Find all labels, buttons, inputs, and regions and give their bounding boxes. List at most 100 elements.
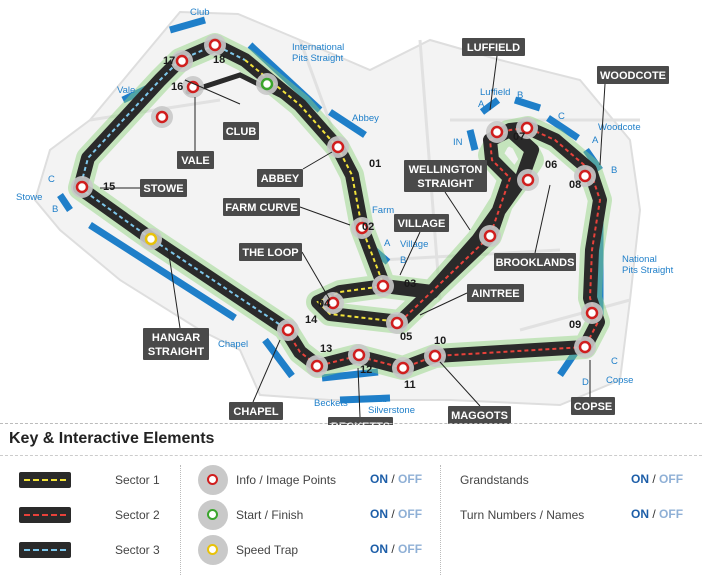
toggle-on[interactable]: ON xyxy=(370,507,388,521)
grandstand[interactable] xyxy=(479,97,501,115)
info-point-marker[interactable] xyxy=(479,225,501,247)
svg-text:VILLAGE: VILLAGE xyxy=(398,218,446,230)
info-point-icon xyxy=(198,465,228,495)
toggle-off[interactable]: OFF xyxy=(398,472,423,486)
turn-number: 04 xyxy=(318,298,331,310)
toggle-sep: / xyxy=(391,542,395,556)
svg-text:STOWE: STOWE xyxy=(143,183,183,195)
toggle-on[interactable]: ON xyxy=(370,542,388,556)
corner-callout[interactable]: STOWE xyxy=(100,179,187,197)
info-point-marker[interactable] xyxy=(517,169,539,191)
corner-callout[interactable]: WOODCOTE xyxy=(597,66,669,166)
turn-number: 06 xyxy=(545,159,557,171)
grandstand[interactable] xyxy=(339,394,391,404)
grandstand-label: C xyxy=(611,356,618,367)
info-point-marker[interactable] xyxy=(372,275,394,297)
info-point-dot xyxy=(207,474,218,485)
svg-text:FARM CURVE: FARM CURVE xyxy=(225,202,298,214)
toggle-on[interactable]: ON xyxy=(631,507,649,521)
svg-text:MAGGOTS: MAGGOTS xyxy=(451,410,508,422)
info-points-label: Info / Image Points xyxy=(236,473,337,487)
grandstands-toggle[interactable]: ON / OFF xyxy=(631,472,683,486)
toggle-off[interactable]: OFF xyxy=(659,472,684,486)
corner-callout[interactable]: MAGGOTS xyxy=(439,361,511,424)
sector-2-label: Sector 2 xyxy=(115,508,160,522)
svg-text:THE LOOP: THE LOOP xyxy=(242,247,298,259)
info-point-marker[interactable] xyxy=(151,106,173,128)
info-point-marker[interactable] xyxy=(486,121,508,143)
toggle-off[interactable]: OFF xyxy=(659,507,684,521)
grandstand[interactable] xyxy=(466,129,479,151)
corner-callout[interactable]: CHAPEL xyxy=(229,339,283,420)
turn-names-label: Turn Numbers / Names xyxy=(460,508,585,522)
turn-number: 17 xyxy=(163,55,175,67)
grandstand-label: A xyxy=(384,238,391,249)
info-point-marker[interactable] xyxy=(574,165,596,187)
toggle-sep: / xyxy=(391,507,395,521)
turn-number: 14 xyxy=(305,314,318,326)
speed-trap-label: Speed Trap xyxy=(236,543,299,557)
info-point-marker[interactable] xyxy=(71,176,93,198)
corner-callout[interactable]: THE LOOP xyxy=(239,243,331,301)
speed-trap-toggle[interactable]: ON / OFF xyxy=(370,542,422,556)
grandstand-label: B xyxy=(611,165,617,176)
info-point-marker[interactable] xyxy=(204,34,226,56)
corner-callout[interactable]: LUFFIELD xyxy=(462,38,525,111)
toggle-off[interactable]: OFF xyxy=(398,507,423,521)
grandstand[interactable] xyxy=(513,96,542,112)
info-point-marker[interactable] xyxy=(327,136,349,158)
toggle-on[interactable]: ON xyxy=(370,472,388,486)
corner-callout[interactable]: ABBEY xyxy=(257,151,333,187)
corner-callout[interactable]: COPSE xyxy=(571,360,615,415)
grandstand[interactable] xyxy=(321,368,379,382)
grandstand[interactable] xyxy=(262,337,295,379)
corner-callout[interactable]: VALE xyxy=(177,97,214,169)
key-panel: Key & Interactive Elements Sector 1 Sect… xyxy=(0,425,702,577)
start-finish-toggle[interactable]: ON / OFF xyxy=(370,507,422,521)
grandstand-label: B xyxy=(52,204,58,215)
turn-number: 18 xyxy=(213,54,225,66)
start-finish-marker[interactable] xyxy=(256,73,278,95)
corner-callout[interactable]: BROOKLANDS xyxy=(494,184,576,271)
grandstand-label: Club xyxy=(190,7,210,18)
turn-names-toggle[interactable]: ON / OFF xyxy=(631,507,683,521)
start-finish-dot xyxy=(207,509,218,520)
info-point-marker[interactable] xyxy=(392,357,414,379)
info-point-marker[interactable] xyxy=(351,217,373,239)
grandstand[interactable] xyxy=(247,42,323,113)
info-point-marker[interactable] xyxy=(277,319,299,341)
toggle-on[interactable]: ON xyxy=(631,472,649,486)
info-point-marker[interactable] xyxy=(424,345,446,367)
grandstand[interactable] xyxy=(328,109,367,138)
info-points-toggle[interactable]: ON / OFF xyxy=(370,472,422,486)
corner-callout[interactable]: CLUB xyxy=(184,79,259,140)
info-point-marker[interactable] xyxy=(516,117,538,139)
info-point-marker[interactable] xyxy=(386,312,408,334)
toggle-off[interactable]: OFF xyxy=(398,542,423,556)
grandstand[interactable] xyxy=(88,222,237,321)
grandstand[interactable] xyxy=(583,147,603,173)
grandstand-label: B xyxy=(517,90,523,101)
info-point-marker[interactable] xyxy=(322,292,344,314)
info-point-marker[interactable] xyxy=(574,336,596,358)
turn-number: 03 xyxy=(404,278,416,290)
grandstand[interactable] xyxy=(546,115,580,141)
info-points xyxy=(71,34,603,379)
grandstand[interactable] xyxy=(57,193,73,212)
grandstands-label: Grandstands xyxy=(460,473,529,487)
speed-trap-marker[interactable] xyxy=(140,228,162,250)
info-point-marker[interactable] xyxy=(306,355,328,377)
sector-3-swatch xyxy=(19,542,71,558)
corner-callout[interactable]: FARM CURVE xyxy=(223,198,351,226)
corner-callout[interactable]: VILLAGE xyxy=(394,214,449,276)
grandstand[interactable] xyxy=(169,16,206,34)
corner-callout[interactable]: AINTREE xyxy=(419,284,524,316)
info-point-marker[interactable] xyxy=(348,344,370,366)
info-point-marker[interactable] xyxy=(171,50,193,72)
sector-3-label: Sector 3 xyxy=(115,543,160,557)
info-point-marker[interactable] xyxy=(581,302,603,324)
